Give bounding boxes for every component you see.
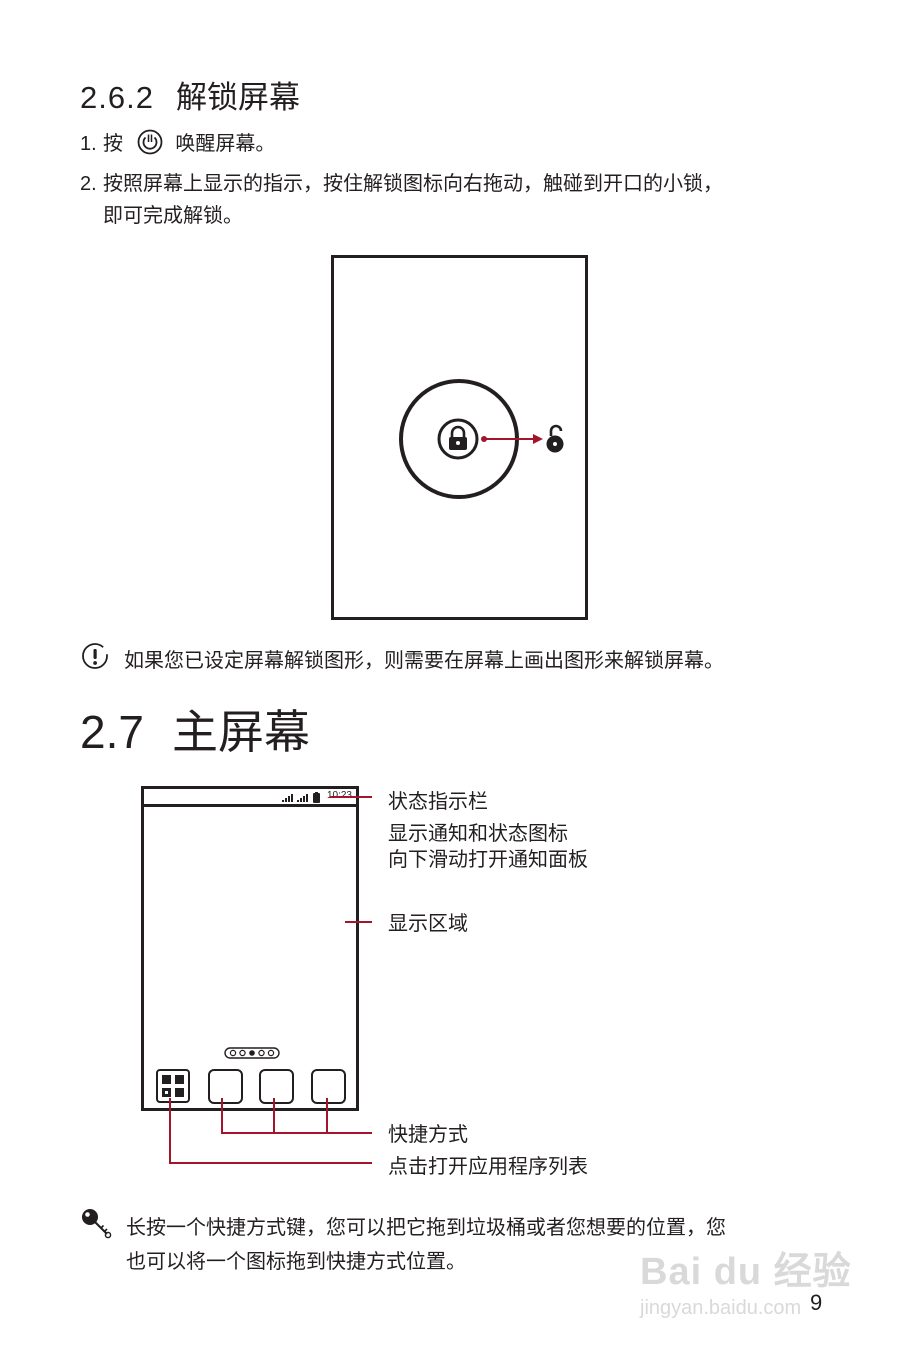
shortcut-slot-2[interactable] [259, 1069, 294, 1104]
page-number: 9 [810, 1290, 823, 1315]
shortcut-slot-1[interactable] [208, 1069, 243, 1104]
power-icon [137, 129, 163, 165]
status-time: 10:23 [326, 790, 352, 801]
home-screen-illustration: 10:23 [141, 786, 359, 1111]
tip-line-1: 长按一个快捷方式键，您可以把它拖到垃圾桶或者您想要的位置，您 [126, 1215, 726, 1239]
status-bar-desc-1: 显示通知和状态图标 [388, 821, 568, 845]
section-number: 2.7 [80, 706, 144, 758]
tip-text: 长按一个快捷方式键，您可以把它拖到垃圾桶或者您想要的位置，您 也可以将一个图标拖… [126, 1210, 726, 1278]
app-launcher-icon[interactable] [156, 1069, 190, 1103]
step-number: 2. [80, 173, 97, 195]
watermark-url: jingyan.baidu.com [640, 1297, 802, 1319]
step-2-continued: 即可完成解锁。 [103, 198, 243, 232]
step-1: 1. 按 唤醒屏幕。 [80, 126, 275, 165]
section-number: 2.6.2 [80, 80, 154, 115]
shortcuts-label: 快捷方式 [388, 1122, 468, 1146]
status-bar-desc-2: 向下滑动打开通知面板 [388, 847, 588, 871]
step-text-cont: 即可完成解锁。 [103, 203, 243, 227]
signal-icons [282, 792, 320, 803]
step-number: 1. [80, 133, 97, 155]
lock-screen-illustration [331, 255, 588, 620]
step-text-before: 按 [103, 131, 124, 155]
section-heading-2-7: 2.7 主屏幕 [80, 696, 310, 762]
section-title: 解锁屏幕 [175, 80, 300, 116]
step-text-after: 唤醒屏幕。 [175, 131, 276, 155]
lock-icon [437, 418, 479, 460]
watermark-brand: Bai du 经验 [640, 1251, 852, 1293]
tip-line-2: 也可以将一个图标拖到快捷方式位置。 [126, 1249, 466, 1273]
baidu-watermark: Bai du 经验 jingyan.baidu.com [640, 1240, 852, 1320]
section-heading-2-6-2: 2.6.2 解锁屏幕 [80, 72, 300, 117]
shortcut-slot-3[interactable] [311, 1069, 346, 1104]
app-list-label: 点击打开应用程序列表 [388, 1154, 588, 1178]
unlock-ring-diagram [399, 379, 564, 499]
note-text: 如果您已设定屏幕解锁图形，则需要在屏幕上画出图形来解锁屏幕。 [124, 648, 724, 672]
status-bar-label: 状态指示栏 [388, 789, 488, 813]
step-text: 按照屏幕上显示的指示，按住解锁图标向右拖动，触碰到开口的小锁， [103, 171, 724, 195]
page-indicator [224, 1047, 280, 1059]
display-area-label: 显示区域 [388, 911, 468, 935]
status-bar: 10:23 [144, 789, 356, 807]
step-2: 2. 按照屏幕上显示的指示，按住解锁图标向右拖动，触碰到开口的小锁， [80, 166, 723, 201]
section-title: 主屏幕 [171, 705, 310, 759]
open-lock-icon [546, 424, 564, 453]
